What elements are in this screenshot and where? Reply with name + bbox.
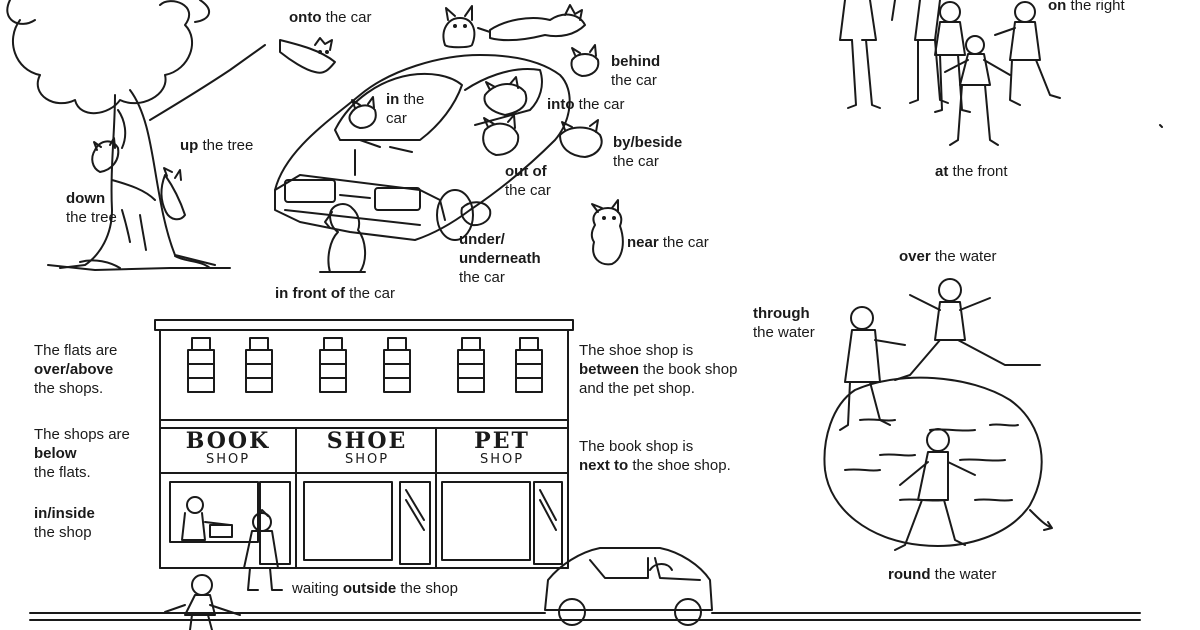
person-over-water: [894, 278, 1041, 381]
cat-in-car: [348, 96, 377, 129]
label-at-front: at the front: [935, 163, 1008, 180]
flat-windows: [187, 337, 543, 393]
person-through-water: [839, 306, 906, 431]
book-shop-sign: BOOK: [185, 428, 271, 454]
car-drawing: [274, 54, 571, 241]
water-pond: [823, 376, 1053, 547]
label-over-water: over the water: [899, 248, 997, 265]
shop-building: [154, 319, 574, 569]
label-into: into the car: [547, 96, 625, 113]
cat-jumping-onto-roof: [477, 4, 586, 42]
shop-windows-and-doors: [169, 481, 563, 565]
people-group: [839, 0, 1061, 146]
man-waiting-outside: [243, 509, 283, 591]
label-round-water: round the water: [888, 566, 997, 583]
cat-beside-car: [559, 119, 603, 158]
cat-going-down-tree: [91, 109, 127, 173]
cat-jumping-into-car: [483, 76, 528, 116]
dog-in-front-of-car: [319, 203, 366, 273]
cat-climbing-tree: [160, 167, 186, 221]
cat-near-car: [590, 199, 624, 266]
cat-sitting-on-roof: [442, 5, 476, 49]
label-up-tree: up the tree: [180, 137, 254, 154]
label-near: near the car: [627, 234, 709, 251]
book-shop-sign-sub: SHOP: [205, 452, 251, 467]
small-car-drawing: [544, 547, 713, 626]
woman-walking: [164, 574, 241, 630]
tree-drawing: [6, 0, 266, 271]
speck: [1159, 124, 1163, 128]
pet-shop-sign-sub: SHOP: [479, 452, 525, 467]
shoe-shop-sign: SHOE: [326, 428, 408, 454]
label-in-front-of: in front of the car: [275, 285, 396, 302]
cat-out-of-car: [482, 114, 520, 156]
cat-behind-car: [570, 44, 600, 77]
cat-on-branch: [279, 37, 336, 74]
label-onto: onto the car: [289, 9, 372, 26]
pet-shop-sign: PET: [474, 428, 530, 454]
label-on-right: on the right: [1048, 0, 1125, 14]
label-waiting-outside: waiting outside the shop: [292, 580, 458, 597]
shoe-shop-sign-sub: SHOP: [344, 452, 390, 467]
person-round-water: [894, 428, 976, 551]
cat-under-car: [460, 201, 492, 227]
shopkeeper-figure: [181, 496, 233, 541]
